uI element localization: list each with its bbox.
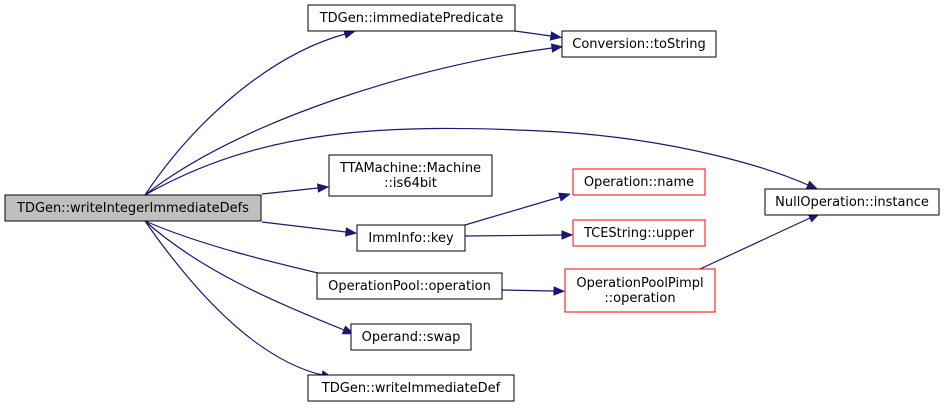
node-label: Operation::name: [584, 175, 694, 190]
node-root[interactable]: TDGen::writeIntegerImmediateDefs: [4, 194, 262, 222]
edge-line: [514, 30, 552, 37]
edge-line: [501, 289, 555, 292]
node-nullop[interactable]: NullOperation::instance: [764, 188, 940, 216]
node-label: TTAMachine::Machine: [339, 161, 481, 176]
node-box: [572, 168, 706, 196]
node-box: [572, 219, 706, 247]
node-box: [764, 188, 940, 216]
edge-root-to-immPred: [144, 29, 356, 196]
node-key[interactable]: ImmInfo::key: [356, 224, 466, 252]
arrow-head: [553, 286, 566, 296]
node-swap[interactable]: Operand::swap: [350, 323, 472, 351]
node-box: [307, 374, 515, 402]
edge-pimpl-to-nullop: [699, 213, 821, 270]
node-box: [307, 4, 516, 32]
node-box: [4, 194, 262, 222]
edge-line: [464, 234, 563, 237]
node-label: TDGen::writeImmediateDef: [321, 381, 501, 396]
node-immPred[interactable]: TDGen::immediatePredicate: [307, 4, 516, 32]
edge-key-to-upper: [464, 230, 574, 240]
node-box: [328, 154, 493, 197]
arrow-head: [805, 180, 819, 190]
node-label: OperationPool::operation: [328, 279, 491, 294]
node-pimpl[interactable]: OperationPoolPimpl::operation: [564, 268, 716, 313]
node-label: Operand::swap: [362, 330, 461, 345]
node-box: [316, 272, 503, 300]
node-box: [564, 268, 716, 313]
edge-line: [261, 187, 319, 195]
edge-line: [699, 217, 811, 270]
edge-line: [464, 196, 561, 226]
node-writeImm[interactable]: TDGen::writeImmediateDef: [307, 374, 515, 402]
node-toString[interactable]: Conversion::toString: [561, 30, 717, 58]
edge-root-to-is64: [261, 183, 330, 195]
edge-line: [144, 220, 349, 281]
edge-key-to-opname: [464, 192, 571, 226]
node-box: [561, 30, 717, 58]
edge-line: [144, 33, 346, 196]
edge-line: [144, 127, 809, 196]
node-label: NullOperation::instance: [775, 195, 929, 210]
node-poolop[interactable]: OperationPool::operation: [316, 272, 503, 300]
node-label: ImmInfo::key: [368, 231, 454, 246]
edge-root-to-key: [261, 221, 358, 237]
node-box: [356, 224, 466, 252]
node-label: TCEString::upper: [583, 226, 695, 241]
arrow-head: [558, 192, 571, 202]
arrow-head: [549, 31, 563, 41]
edge-line: [144, 220, 323, 376]
edge-poolop-to-pimpl: [501, 286, 566, 296]
edge-immPred-to-toString: [514, 30, 563, 41]
node-box: [350, 323, 472, 351]
arrow-head: [550, 43, 564, 53]
edge-line: [144, 220, 345, 331]
node-label: ::operation: [604, 291, 675, 306]
node-label: OperationPoolPimpl: [576, 276, 703, 291]
edge-line: [144, 47, 553, 196]
node-opname[interactable]: Operation::name: [572, 168, 706, 196]
node-upper[interactable]: TCEString::upper: [572, 219, 706, 247]
node-label: TDGen::immediatePredicate: [319, 11, 504, 26]
edge-root-to-writeImm: [144, 220, 334, 380]
nodes-layer: TDGen::writeIntegerImmediateDefs TDGen::i…: [4, 4, 940, 402]
arrow-head: [344, 227, 358, 237]
edge-root-to-toString: [144, 43, 564, 196]
node-is64[interactable]: TTAMachine::Machine::is64bit: [328, 154, 493, 197]
node-label: TDGen::writeIntegerImmediateDefs: [16, 201, 249, 216]
arrow-head: [561, 230, 574, 240]
node-label: Conversion::toString: [572, 37, 706, 52]
arrow-head: [316, 183, 330, 193]
node-label: ::is64bit: [384, 176, 437, 191]
edge-line: [261, 221, 347, 233]
